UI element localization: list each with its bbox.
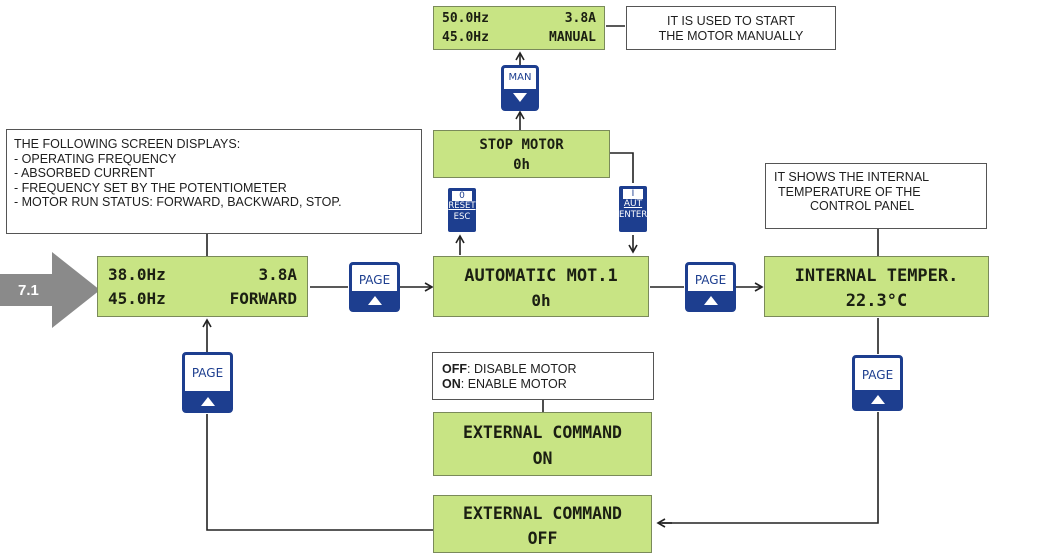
lcd-text: 38.0Hz <box>108 265 166 284</box>
note-line: - ABSORBED CURRENT <box>14 166 155 180</box>
lcd-main-screen: 38.0Hz 3.8A 45.0Hz FORWARD <box>97 256 308 317</box>
lcd-text: EXTERNAL COMMAND <box>463 504 622 523</box>
section-badge-label: 7.1 <box>18 282 39 299</box>
lcd-text: FORWARD <box>229 289 297 308</box>
lcd-external-command-off-screen: EXTERNAL COMMAND OFF <box>433 495 652 553</box>
note-line-off: OFF: DISABLE MOTOR <box>442 362 653 377</box>
lcd-stop-motor-screen: STOP MOTOR 0h <box>433 130 610 178</box>
note-external-command: OFF: DISABLE MOTOR ON: ENABLE MOTOR <box>432 352 654 400</box>
page-button-external[interactable]: PAGE <box>182 352 233 413</box>
note-line: - FREQUENCY SET BY THE POTENTIOMETER <box>14 180 287 195</box>
note-line: THE FOLLOWING SCREEN DISPLAYS: <box>14 137 241 151</box>
note-line: IT SHOWS THE INTERNAL <box>774 170 930 184</box>
lcd-internal-temperature-screen: INTERNAL TEMPER. 22.3°C <box>764 256 989 317</box>
reset-button-label: RESET <box>448 201 476 211</box>
lcd-text: 45.0Hz <box>108 289 166 308</box>
page-button-label: PAGE <box>694 273 727 287</box>
lcd-text: 22.3°C <box>845 291 908 311</box>
lcd-text: EXTERNAL COMMAND <box>463 423 622 442</box>
lcd-manual-screen: 50.0Hz 3.8A 45.0Hz MANUAL <box>433 6 605 50</box>
note-line: TEMPERATURE OF THE <box>778 184 921 199</box>
man-button-label: MAN <box>508 72 532 83</box>
note-internal-temperature: IT SHOWS THE INTERNAL TEMPERATURE OF THE… <box>765 163 987 229</box>
page-button-main[interactable]: PAGE <box>349 262 400 312</box>
aut-enter-button[interactable]: I AUT ENTER <box>619 186 647 232</box>
reset-button-zero: 0 <box>452 191 472 201</box>
esc-button-label: ESC <box>453 212 471 222</box>
lcd-text: INTERNAL TEMPER. <box>794 266 959 286</box>
note-line: - OPERATING FREQUENCY <box>14 151 177 166</box>
note-line-on: ON: ENABLE MOTOR <box>442 377 653 392</box>
page-button-label: PAGE <box>358 273 391 287</box>
page-button-label: PAGE <box>191 366 224 380</box>
lcd-text: 50.0Hz <box>442 11 489 26</box>
note-off-keyword: OFF <box>442 362 467 376</box>
lcd-text: 3.8A <box>564 11 596 26</box>
page-button-label: PAGE <box>861 368 894 382</box>
lcd-text: 0h <box>531 291 551 310</box>
lcd-text: ON <box>532 449 553 468</box>
page-button-automatic[interactable]: PAGE <box>685 262 736 312</box>
note-manual: IT IS USED TO START THE MOTOR MANUALLY <box>626 6 836 50</box>
lcd-external-command-on-screen: EXTERNAL COMMAND ON <box>433 412 652 476</box>
chevron-up-icon <box>185 391 230 410</box>
lcd-text: STOP MOTOR <box>479 137 564 153</box>
enter-button-label: ENTER <box>619 210 648 220</box>
note-line: CONTROL PANEL <box>810 199 915 213</box>
note-on-text: : ENABLE MOTOR <box>460 376 567 391</box>
lcd-text: OFF <box>527 529 558 548</box>
note-main-screen: THE FOLLOWING SCREEN DISPLAYS: - OPERATI… <box>6 129 422 234</box>
lcd-text: 0h <box>513 157 530 173</box>
lcd-text: MANUAL <box>549 30 596 45</box>
lcd-text: 45.0Hz <box>442 30 489 45</box>
note-line: IT IS USED TO START <box>666 14 796 28</box>
note-line: THE MOTOR MANUALLY <box>658 28 804 43</box>
lcd-text: 3.8A <box>258 265 297 284</box>
note-off-text: : DISABLE MOTOR <box>467 362 577 376</box>
note-on-keyword: ON <box>442 376 461 391</box>
man-button[interactable]: MAN <box>501 65 539 111</box>
lcd-automatic-screen: AUTOMATIC MOT.1 0h <box>433 256 649 317</box>
aut-button-one: I <box>623 189 643 199</box>
aut-button-label: AUT <box>623 199 643 209</box>
chevron-down-icon <box>504 89 536 108</box>
chevron-up-icon <box>688 291 733 309</box>
lcd-text: AUTOMATIC MOT.1 <box>464 266 618 286</box>
chevron-up-icon <box>855 390 900 408</box>
page-button-internal[interactable]: PAGE <box>852 355 903 411</box>
chevron-up-icon <box>352 291 397 309</box>
section-badge-arrow <box>0 252 100 328</box>
note-line: - MOTOR RUN STATUS: FORWARD, BACKWARD, S… <box>14 195 342 209</box>
reset-esc-button[interactable]: 0 RESET ESC <box>448 188 476 232</box>
